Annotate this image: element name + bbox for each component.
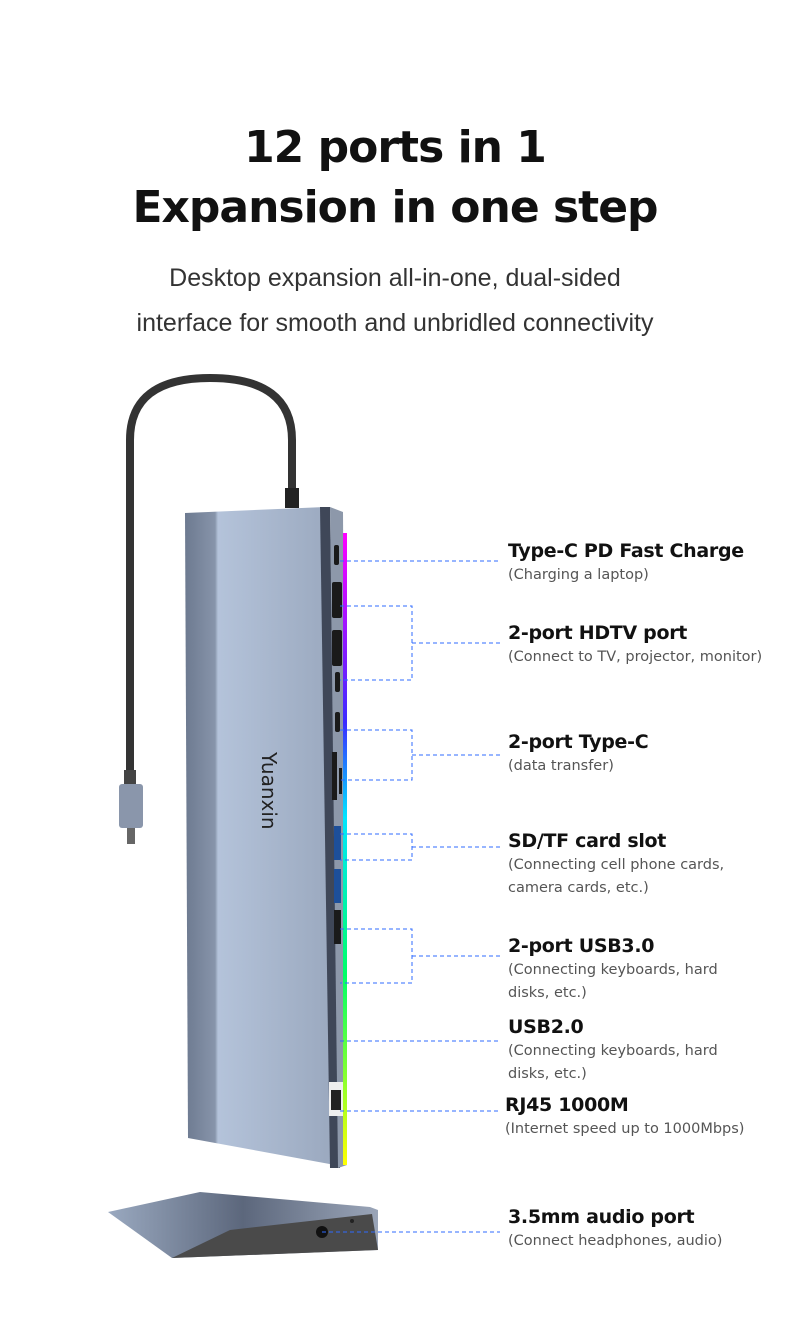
label-usb3: 2-port USB3.0 (Connecting keyboards, har…	[508, 935, 718, 1005]
port-desc: (Charging a laptop)	[508, 567, 649, 583]
port-desc: (Connecting keyboards, hard	[508, 1043, 718, 1059]
hub-side-view	[108, 1192, 378, 1258]
port-desc: disks, etc.)	[508, 1066, 587, 1082]
usb3-port-1	[334, 826, 341, 860]
type-c-pd-port	[334, 545, 339, 565]
subheadline-line2: interface for smooth and unbridled conne…	[136, 309, 654, 337]
port-title: 3.5mm audio port	[508, 1206, 695, 1228]
subheadline-line1: Desktop expansion all-in-one, dual-sided	[169, 264, 621, 292]
port-desc: (Connecting cell phone cards,	[508, 857, 725, 873]
port-title: 2-port USB3.0	[508, 935, 655, 957]
leader-lines	[322, 560, 500, 1233]
label-hdtv: 2-port HDTV port (Connect to TV, project…	[508, 622, 762, 669]
headline-line1: 12 ports in 1	[244, 122, 547, 173]
hub-ports	[329, 545, 343, 1116]
hdmi-port-2	[332, 630, 342, 666]
port-desc: disks, etc.)	[508, 985, 587, 1001]
usb2-port	[334, 910, 341, 944]
rgb-light-strip	[343, 533, 347, 1165]
type-c-port-2	[335, 712, 340, 732]
port-desc: (Internet speed up to 1000Mbps)	[505, 1121, 745, 1137]
label-rj45: RJ45 1000M (Internet speed up to 1000Mbp…	[505, 1094, 744, 1141]
hub-body: Yuanxin	[185, 507, 347, 1168]
port-desc: (data transfer)	[508, 758, 614, 774]
label-usb2: USB2.0 (Connecting keyboards, hard disks…	[508, 1016, 718, 1086]
label-type-c: 2-port Type-C (data transfer)	[508, 731, 649, 778]
port-desc: (Connect to TV, projector, monitor)	[508, 649, 763, 665]
tf-slot	[339, 768, 342, 794]
type-c-port-1	[335, 672, 340, 692]
headline-line2: Expansion in one step	[132, 182, 658, 233]
port-title: 2-port Type-C	[508, 731, 649, 753]
sd-slot	[332, 752, 337, 800]
usb-c-cable	[119, 373, 299, 844]
label-audio: 3.5mm audio port (Connect headphones, au…	[508, 1206, 722, 1253]
label-sd-tf: SD/TF card slot (Connecting cell phone c…	[508, 830, 724, 900]
port-title: Type-C PD Fast Charge	[508, 540, 744, 562]
port-title: 2-port HDTV port	[508, 622, 688, 644]
port-desc: (Connect headphones, audio)	[508, 1233, 723, 1249]
brand-logo: Yuanxin	[257, 751, 281, 830]
port-desc: (Connecting keyboards, hard	[508, 962, 718, 978]
port-title: SD/TF card slot	[508, 830, 667, 852]
usb3-port-2	[334, 869, 341, 903]
hdmi-port-1	[332, 582, 342, 618]
port-title: USB2.0	[508, 1016, 584, 1038]
label-type-c-pd: Type-C PD Fast Charge (Charging a laptop…	[508, 540, 744, 587]
port-title: RJ45 1000M	[505, 1094, 629, 1116]
port-desc: camera cards, etc.)	[508, 880, 649, 896]
